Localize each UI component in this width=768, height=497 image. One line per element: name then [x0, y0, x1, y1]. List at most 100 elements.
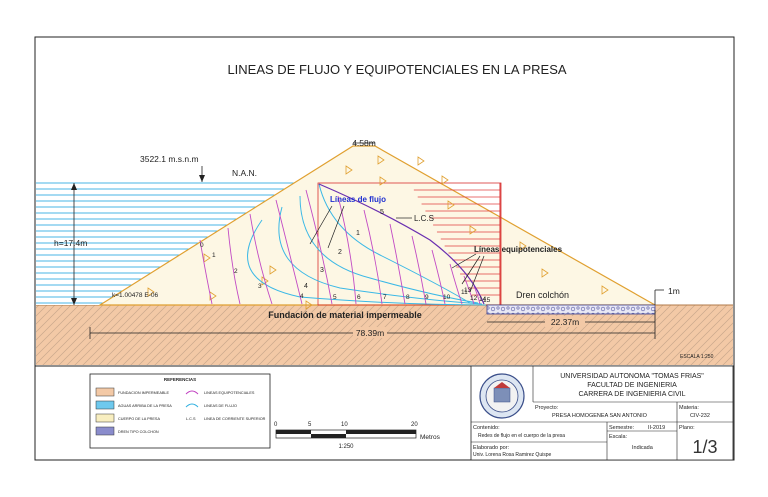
scale-value: Indicada — [632, 445, 654, 451]
content-label: Contenido: — [473, 425, 500, 431]
legend-box — [89, 373, 271, 449]
scale-tick-0: 0 — [274, 422, 278, 428]
equipotential-number: 13 — [464, 287, 472, 294]
flow-line — [278, 206, 483, 305]
equipotential-line — [473, 285, 481, 305]
equipotential-label: Líneas equipotenciales — [474, 245, 563, 254]
flow-lines-label: Líneas de flujo — [330, 195, 386, 204]
scale-ratio: 1:250 — [338, 444, 354, 450]
flow-line-number: 3 — [320, 267, 324, 274]
career-name: CARRERA DE INGENIERIA CIVIL — [579, 391, 686, 398]
flow-line — [318, 183, 471, 304]
equipotential-number: 0 — [200, 242, 204, 249]
equipotential-number: 12 — [470, 295, 478, 302]
equipotential-line — [389, 223, 406, 305]
equipotential-number: 6 — [357, 294, 361, 301]
equipotential-number: 9 — [425, 294, 429, 301]
made-by-value: Univ. Lorena Rosa Ramirez Quispe — [473, 452, 551, 458]
scale-label: Escala: — [609, 434, 628, 440]
flow-line-number: 5 — [380, 209, 384, 216]
lcs-label: L.C.S — [414, 214, 434, 223]
drain-length-label: 22.37m — [551, 317, 579, 327]
scale-tick-20: 20 — [411, 422, 418, 428]
semester-label: Semestre: — [609, 425, 635, 431]
drain-blanket — [486, 304, 656, 315]
legend-line-code: L.C.S — [186, 417, 196, 421]
equipotential-number: 11 — [461, 289, 468, 296]
equipotential-line — [249, 213, 273, 305]
equipotential-line — [337, 195, 357, 305]
equipotential-number: 10 — [443, 294, 451, 301]
elevation-label: 3522.1 m.s.n.m — [140, 154, 199, 164]
made-by-label: Elaborado por: — [473, 445, 510, 451]
equipotential-lines — [199, 189, 481, 305]
crest-width-label: 4.58m — [352, 138, 376, 148]
legend-line-label: LINEA DE CORRIENTE SUPERIOR — [204, 417, 266, 421]
content-value: Redes de flujo en el cuerpo de la presa — [478, 433, 565, 439]
height-label: h=17.4m — [54, 238, 87, 248]
equipotential-number: 7 — [383, 294, 387, 301]
drain-height-label: 1m — [668, 286, 680, 296]
equipotential-line — [431, 249, 446, 305]
flow-line-number: 2 — [338, 249, 342, 256]
equipotential-line — [411, 235, 427, 305]
equipotential-number: 4 — [300, 293, 304, 300]
equipotential-number: 3 — [258, 283, 262, 290]
flow-line — [299, 195, 479, 304]
equipotential-line — [449, 263, 463, 305]
legend-line-label: LINEAS DE FLUJO — [204, 404, 237, 408]
phreatic-line — [318, 183, 485, 305]
subject-label: Materia: — [679, 405, 699, 411]
legend-item-label: DREN TIPO COLCHON — [118, 430, 159, 434]
title-block: UNIVERSIDAD AUTONOMA "TOMAS FRIAS" FACUL… — [470, 365, 734, 461]
semester-value: II-2019 — [648, 425, 665, 431]
legend-item-label: CUERPO DE LA PRESA — [118, 417, 160, 421]
legend-title: REFERENCIAS — [164, 377, 196, 382]
drawing-title: LINEAS DE FLUJO Y EQUIPOTENCIALES EN LA … — [227, 62, 566, 77]
flow-line-number: 4 — [304, 283, 308, 290]
scale-unit: Metros — [420, 434, 441, 441]
legend-line-sample — [185, 390, 199, 395]
base-length-label: 78.39m — [356, 328, 384, 338]
equipotential-number: 5 — [333, 294, 337, 301]
equipotential-number: 14 — [479, 296, 487, 303]
drain-label: Dren colchón — [516, 290, 569, 300]
project-value: PRESA HOMOGENEA SAN ANTONIO — [552, 413, 648, 419]
equipotential-number: 1 — [212, 252, 216, 259]
permeability-label: k=1.00478 E-06 — [112, 292, 158, 299]
dam-fill-symbols — [147, 155, 609, 310]
plan-label: Plano: — [679, 425, 695, 431]
faculty-name: FACULTAD DE INGENIERIA — [587, 382, 677, 389]
equipotential-number: 8 — [406, 294, 410, 301]
equipotential-line — [199, 239, 213, 305]
equipotential-line — [463, 275, 475, 305]
scale-small-label: ESCALA 1:250 — [680, 354, 714, 360]
scale-tick-5: 5 — [308, 422, 312, 428]
university-name: UNIVERSIDAD AUTONOMA "TOMAS FRIAS" — [560, 373, 704, 380]
scale-bar: 0 5 10 20 Metros 1:250 — [274, 422, 441, 450]
legend-item-label: AGUAS ARRIBA DE LA PRESA — [118, 404, 172, 408]
equipotential-number: 15 — [483, 297, 491, 304]
saturated-zone-hatch — [317, 182, 502, 306]
legend-swatch — [95, 413, 115, 423]
equipotential-line — [275, 199, 303, 305]
equipotential-line — [363, 209, 383, 305]
university-seal — [479, 373, 525, 419]
plan-value: 1/3 — [692, 437, 717, 457]
project-label: Proyecto: — [535, 405, 559, 411]
equipotential-line — [305, 189, 333, 305]
scale-tick-10: 10 — [341, 422, 348, 428]
legend-line-label: LINEAS EQUIPOTENCIALES — [204, 391, 255, 395]
flow-line-number: 1 — [356, 230, 360, 237]
legend-swatch — [95, 426, 115, 436]
legend-swatch — [95, 400, 115, 410]
subject-value: CIV-232 — [690, 413, 710, 419]
nan-label: N.A.N. — [232, 168, 257, 178]
legend-line-sample — [185, 403, 199, 408]
equipotential-line — [227, 227, 241, 305]
equipotential-number: 2 — [234, 268, 238, 275]
legend-swatch — [95, 387, 115, 397]
foundation-label: Fundación de material impermeable — [268, 310, 422, 320]
